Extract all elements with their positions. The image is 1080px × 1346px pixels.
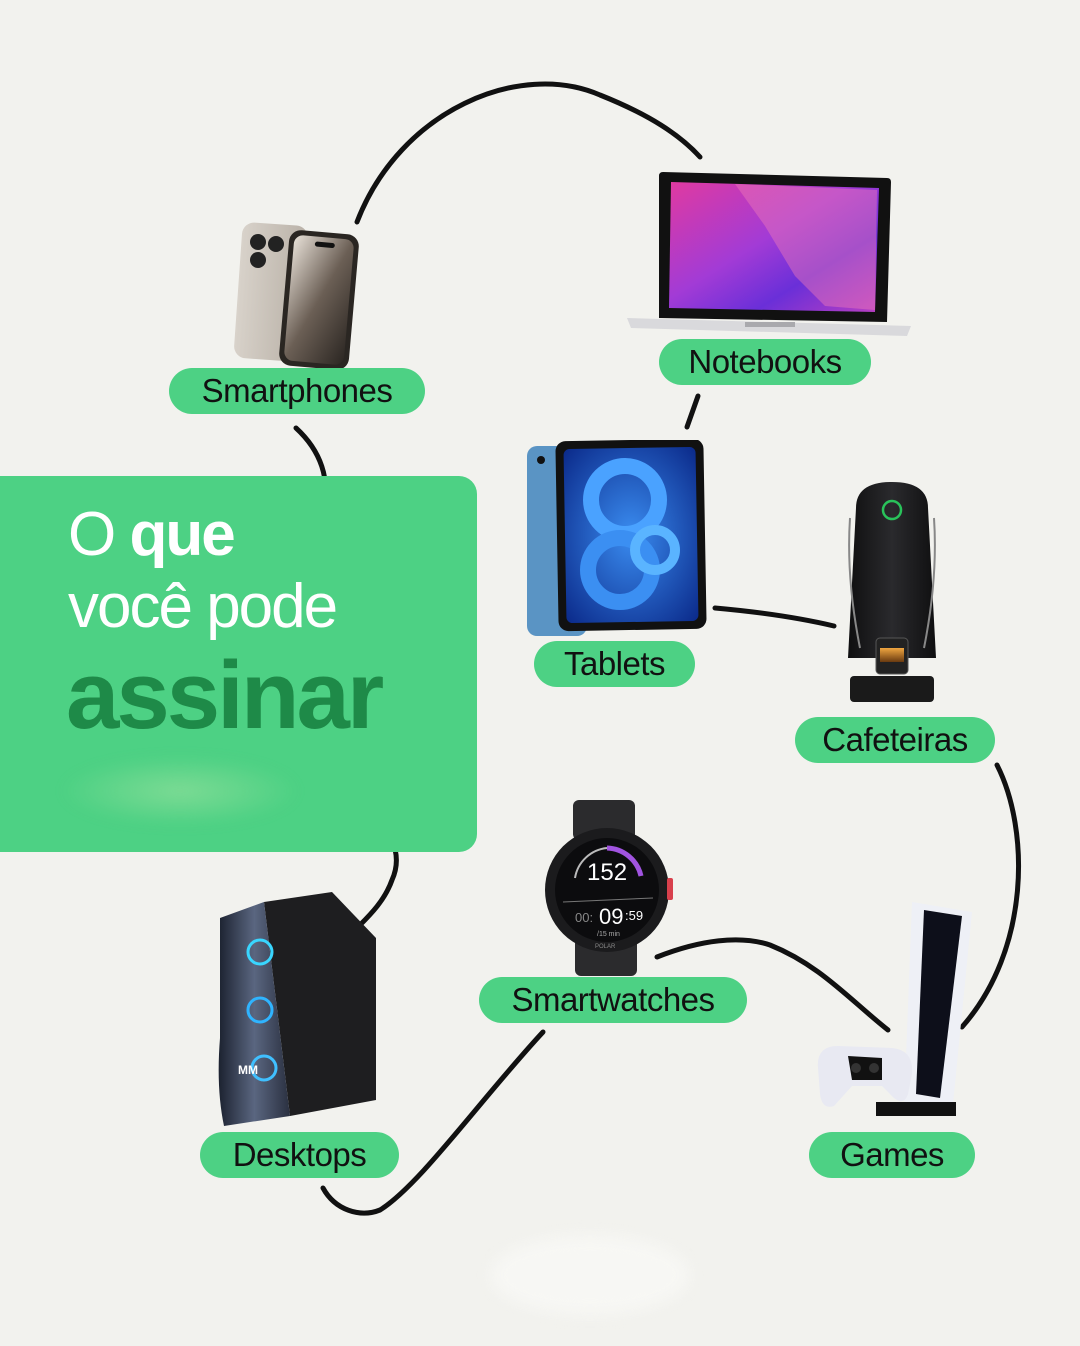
connector-notebooks-tablets [684,393,701,430]
svg-text:POLAR: POLAR [595,944,616,950]
category-pill-smartwatches[interactable]: Smartwatches [479,977,747,1023]
hero-line-3: assinar [66,642,384,749]
hero-line-1: O que [68,504,236,566]
coffee-machine-icon [848,482,936,702]
desktop-tower-icon: ΜΜ [218,892,376,1126]
category-label: Smartwatches [511,981,715,1018]
category-label: Tablets [563,645,666,682]
category-label: Desktops [232,1136,367,1173]
tablet-icon [527,438,707,636]
category-label: Games [840,1136,944,1173]
smartwatch-icon: 152 00: 09 :59 /15 min POLAR [545,800,673,976]
smartphone-image [232,222,364,370]
svg-text:ΜΜ: ΜΜ [238,1063,258,1077]
category-pill-tablets[interactable]: Tablets [534,641,695,687]
game-console-icon [817,902,972,1116]
connector-desktops-smartwatches [320,1029,546,1216]
svg-text::59: :59 [625,908,643,923]
hero-word-que: que [129,500,235,569]
laptop-icon [627,172,911,336]
connector-tablets-cafeteiras [712,605,837,629]
svg-text:09: 09 [599,904,623,929]
blurred-watermark [490,1235,690,1315]
category-pill-notebooks[interactable]: Notebooks [659,339,871,385]
svg-text:00:: 00: [575,910,593,925]
connector-smartwatch-games [654,937,891,1033]
tablet-image [525,438,707,640]
svg-text:152: 152 [587,859,627,886]
connector-smartphones-notebooks [354,81,703,225]
hero-line-2: você pode [68,572,338,641]
coffee-machine-image [836,478,948,714]
category-pill-smartphones[interactable]: Smartphones [169,368,425,414]
blurred-logo [60,756,300,826]
svg-text:/15 min: /15 min [597,931,620,938]
notebook-image [625,166,913,342]
category-pill-games[interactable]: Games [809,1132,975,1178]
connector-cafeteiras-games [959,762,1021,1030]
category-label: Notebooks [688,343,842,380]
category-label: Cafeteiras [822,721,968,758]
smartwatch-image: 152 00: 09 :59 /15 min POLAR [545,798,675,978]
category-pill-desktops[interactable]: Desktops [200,1132,399,1178]
desktop-image: ΜΜ [214,888,380,1126]
game-console-image [812,898,980,1124]
category-label: Smartphones [201,372,393,409]
category-pill-cafeteiras[interactable]: Cafeteiras [795,717,995,763]
smartphone-icon [234,222,359,370]
hero-card: O que você pode assinar [0,476,477,852]
hero-word-o: O [68,500,116,569]
